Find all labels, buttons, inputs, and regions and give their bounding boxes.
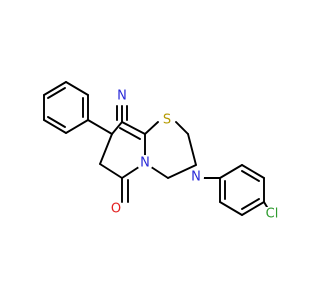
atom-labels: N S N N O Cl [108,88,282,222]
bond [175,121,189,135]
chlorophenyl-ring [203,164,271,216]
amine-nitrogen-label: N [191,170,201,185]
bond [111,121,123,135]
bond [43,81,67,96]
carbonyl-oxygen-label: O [111,202,121,217]
bond [47,87,66,99]
bond [119,127,141,140]
bond [87,119,113,135]
bond [121,121,146,135]
phenyl-ring [43,81,113,135]
bond [219,164,243,179]
molecule-canvas: N S N N O Cl [43,81,282,222]
label-background [188,169,204,185]
bond [167,164,197,179]
bond [99,133,113,165]
label-background [262,207,282,221]
bond [99,163,123,179]
molecule-structure: N S N N O Cl [43,81,282,222]
bond [47,116,66,128]
bond [241,198,260,210]
bond [144,121,159,135]
label-background [114,88,130,104]
bond [241,201,265,216]
thiadiazine-ring [144,121,197,179]
nitrile-nitrogen-label: N [117,89,127,104]
bond [65,119,89,134]
pyridinone-ring [99,121,146,203]
label-background [159,112,175,128]
nitrile-group [116,105,128,123]
bond [65,81,89,96]
bond [219,201,243,216]
bond [187,133,197,166]
bond [241,170,260,182]
label-background [108,201,124,217]
ring-nitrogen-label: N [140,156,150,171]
sulfur-label: S [163,113,171,128]
bond [43,119,67,134]
chlorine-label: Cl [266,207,279,222]
label-background [137,155,153,171]
bond [241,164,265,179]
